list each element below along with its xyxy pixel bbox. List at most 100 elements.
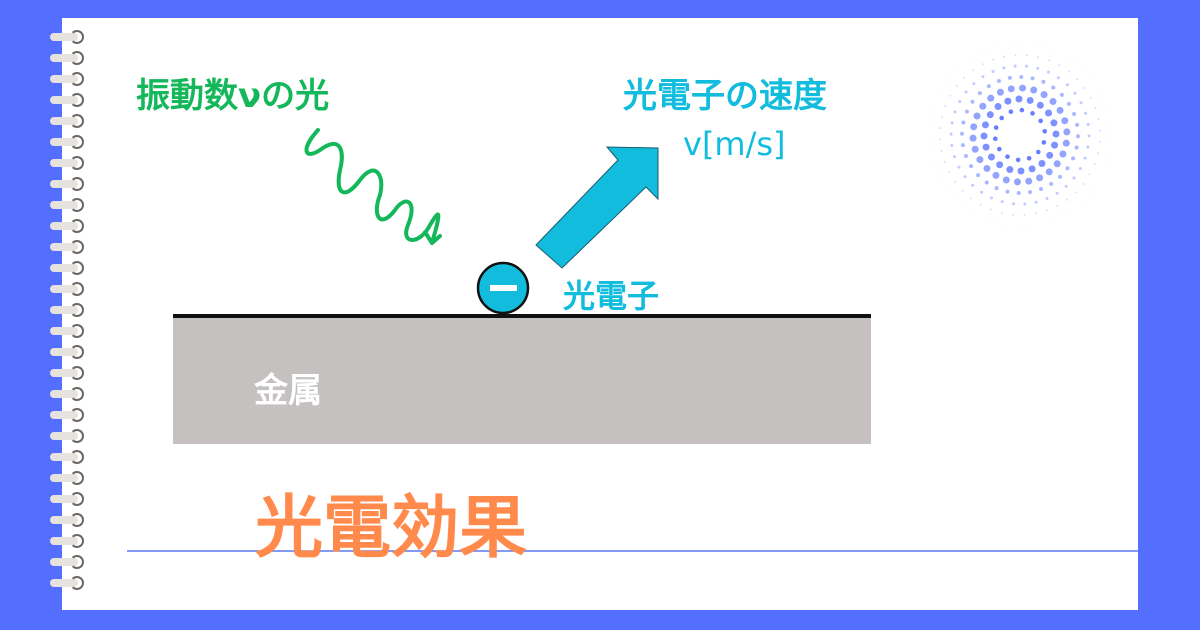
halftone-dot <box>955 85 958 88</box>
halftone-dot <box>1087 134 1091 138</box>
halftone-dot <box>1051 141 1059 149</box>
halftone-dot <box>1010 43 1012 46</box>
halftone-dot <box>941 115 944 118</box>
halftone-dot <box>1086 145 1090 149</box>
halftone-dot <box>1076 78 1079 81</box>
halftone-dot <box>1056 204 1059 207</box>
halftone-dot <box>970 197 973 200</box>
halftone-dot <box>1098 140 1101 143</box>
binding-ring <box>50 303 84 317</box>
halftone-dot <box>999 115 1004 121</box>
halftone-dot <box>1030 76 1035 81</box>
halftone-dot <box>1052 130 1060 138</box>
halftone-dot <box>977 91 982 96</box>
halftone-dot <box>997 146 1002 152</box>
halftone-dot <box>994 186 999 191</box>
halftone-dot <box>1039 223 1041 225</box>
halftone-dot <box>1102 97 1104 100</box>
halftone-dot <box>950 74 953 76</box>
halftone-dot <box>994 102 1002 110</box>
halftone-dot <box>981 63 984 66</box>
halftone-dot <box>1026 155 1032 161</box>
halftone-dot <box>949 132 953 136</box>
halftone-dot <box>980 190 984 194</box>
halftone-dot <box>1046 70 1050 74</box>
halftone-dot <box>1084 111 1088 115</box>
binding-ring <box>50 471 84 485</box>
halftone-dot <box>987 94 995 102</box>
halftone-dot <box>977 53 979 55</box>
halftone-dot <box>999 45 1001 47</box>
halftone-dot <box>963 175 967 179</box>
halftone-dot <box>1051 85 1056 90</box>
halftone-dot <box>1045 209 1048 212</box>
halftone-dot <box>973 212 975 215</box>
halftone-dot <box>1034 212 1037 215</box>
halftone-dot <box>1019 107 1025 113</box>
velocity-title: 光電子の速度 <box>623 76 827 116</box>
halftone-dot <box>1097 118 1100 121</box>
halftone-dot <box>1091 78 1093 80</box>
binding-ring <box>50 324 84 338</box>
halftone-dot <box>996 161 1004 169</box>
halftone-dot <box>1016 225 1019 227</box>
halftone-dot <box>1110 142 1112 144</box>
halftone-dot <box>1100 175 1102 177</box>
halftone-dot <box>1055 50 1057 52</box>
halftone-dot <box>961 189 964 192</box>
halftone-dot <box>969 164 974 169</box>
halftone-dot <box>1013 178 1021 186</box>
halftone-dot <box>941 181 943 183</box>
binding-ring <box>50 177 84 191</box>
halftone-dot <box>1008 109 1014 115</box>
halftone-dot <box>1023 213 1026 216</box>
halftone-dot <box>1093 163 1096 166</box>
metal-block <box>173 316 871 444</box>
halftone-dot <box>955 199 957 201</box>
halftone-dot <box>1049 181 1054 186</box>
halftone-dot <box>981 75 985 79</box>
halftone-dot <box>1073 91 1077 95</box>
halftone-dot <box>988 48 990 51</box>
halftone-dot <box>984 180 989 185</box>
halftone-dot <box>1094 107 1097 110</box>
halftone-dot <box>1063 128 1071 136</box>
halftone-dot <box>1064 184 1068 188</box>
halftone-dot <box>1015 95 1023 103</box>
binding-ring <box>50 114 84 128</box>
halftone-dot <box>1012 213 1015 216</box>
binding-ring <box>50 576 84 590</box>
halftone-dot <box>1013 64 1017 68</box>
halftone-dot <box>973 112 981 120</box>
halftone-dot <box>1075 134 1080 139</box>
halftone-dot <box>1028 224 1030 227</box>
halftone-dot <box>1041 140 1047 145</box>
halftone-dot <box>1061 117 1069 125</box>
halftone-dot <box>1071 156 1076 161</box>
halftone-dot <box>1038 160 1046 168</box>
halftone-dot <box>970 99 975 104</box>
halftone-dot <box>930 114 932 117</box>
halftone-dot <box>939 138 942 141</box>
halftone-dot <box>1005 224 1007 226</box>
halftone-dot <box>947 190 949 192</box>
binding-ring <box>50 429 84 443</box>
halftone-dot <box>1037 56 1040 59</box>
metal-label: 金属 <box>254 371 322 411</box>
halftone-dot <box>960 131 965 136</box>
halftone-dot <box>1067 70 1070 73</box>
binding-ring <box>50 261 84 275</box>
halftone-dot <box>1040 91 1048 99</box>
binding-ring <box>50 345 84 359</box>
halftone-dot <box>976 173 981 178</box>
halftone-dot <box>986 111 994 119</box>
halftone-dot <box>1058 64 1061 67</box>
halftone-dot <box>1026 96 1034 104</box>
halftone-dot <box>1074 191 1077 194</box>
binding-ring <box>50 156 84 170</box>
binding-ring <box>50 282 84 296</box>
halftone-dot <box>1030 86 1038 94</box>
binding-ring <box>50 219 84 233</box>
halftone-dot <box>960 143 965 148</box>
